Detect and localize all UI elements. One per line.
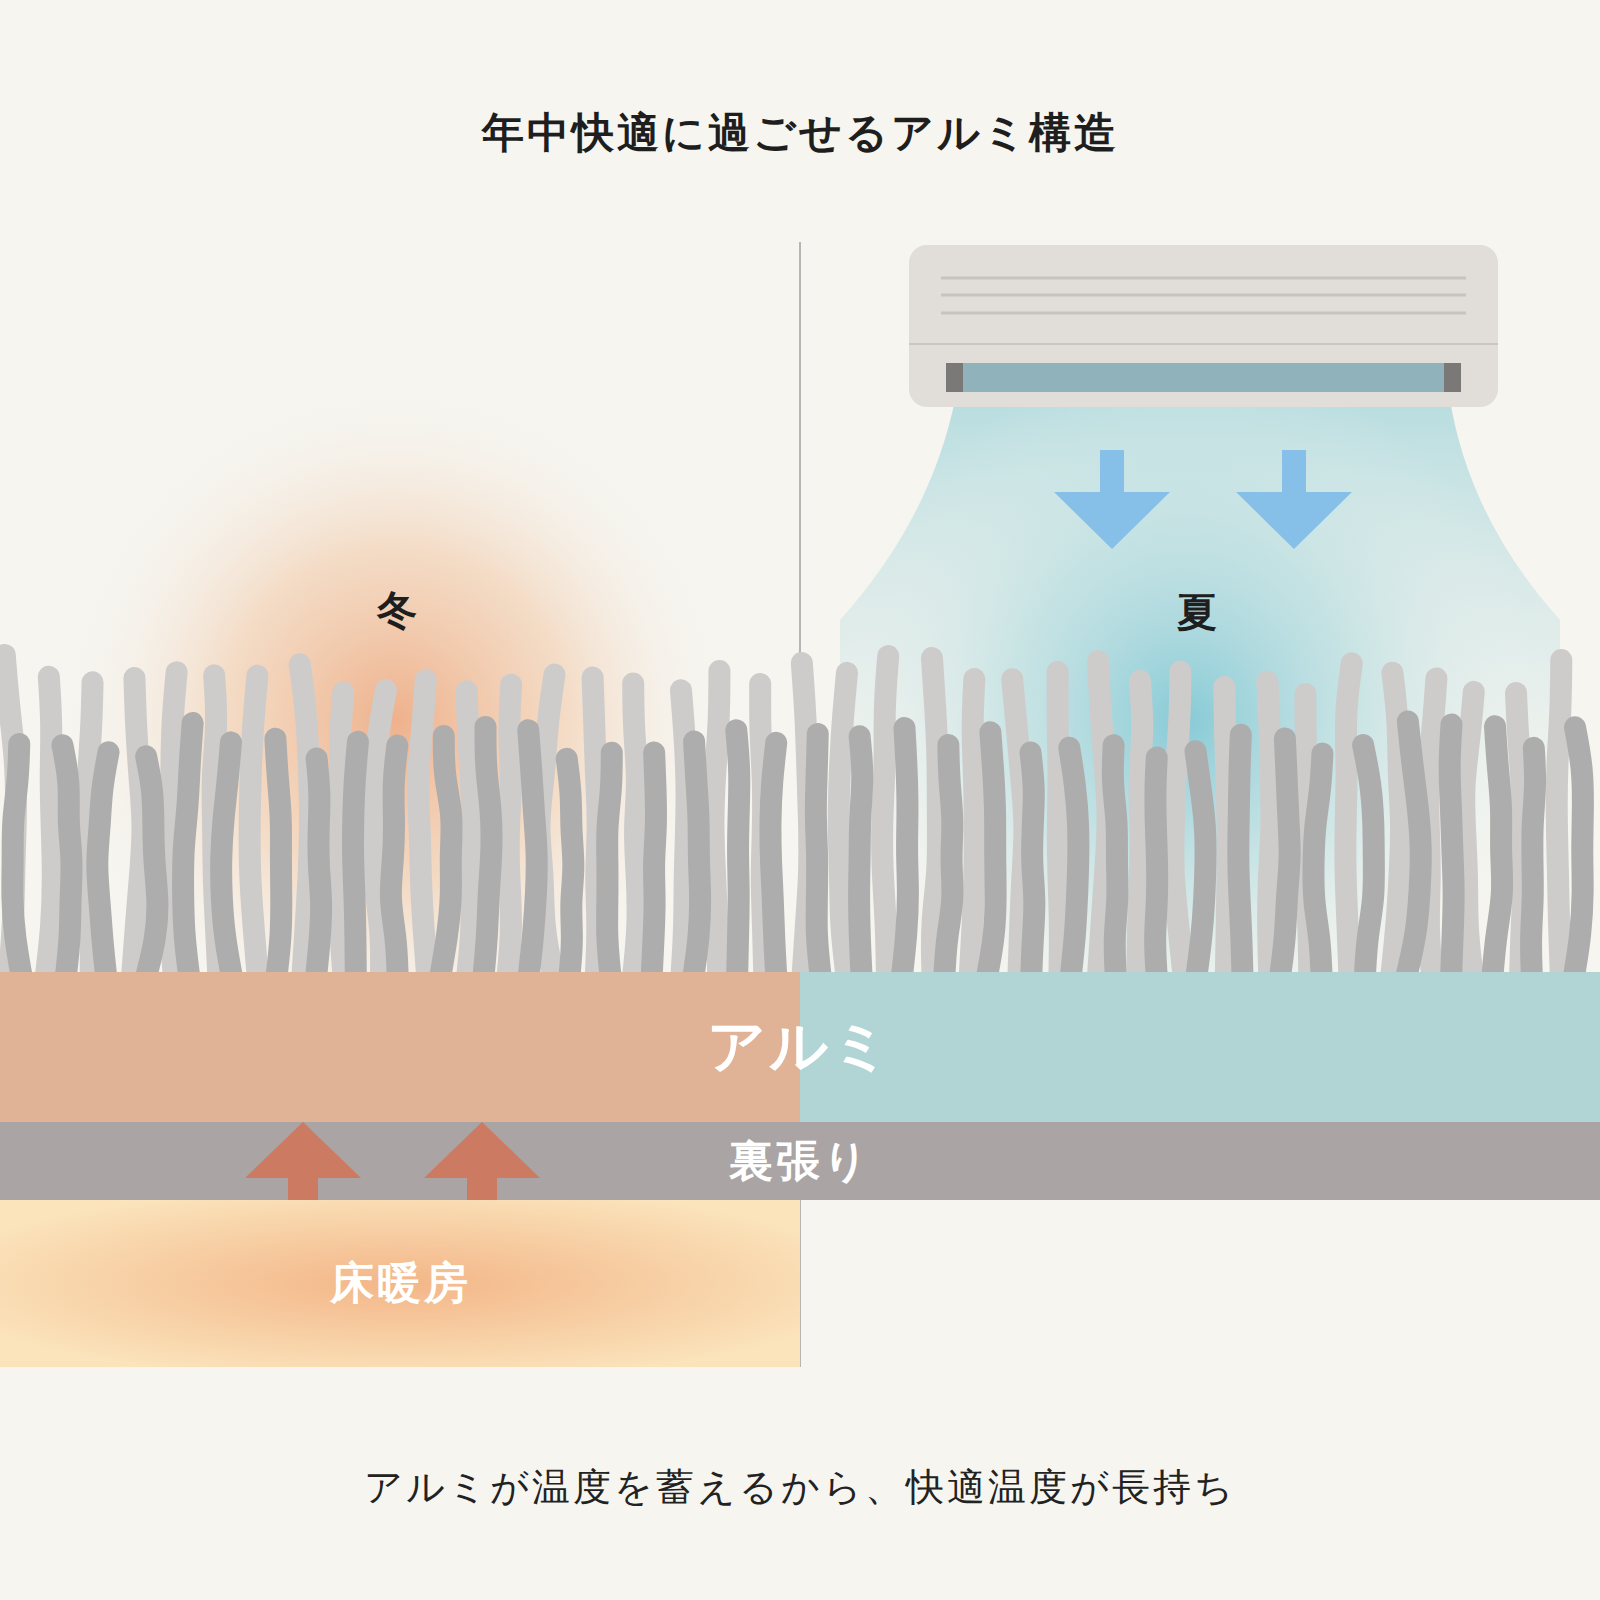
caption: アルミが温度を蓄えるから、快適温度が長持ち	[364, 1462, 1236, 1513]
heat-arrow	[245, 1122, 361, 1200]
floor-heating: 床暖房	[0, 1200, 800, 1367]
aluminum-layer: アルミ	[0, 972, 1600, 1122]
layer-label: 裏張り	[729, 1132, 871, 1191]
pile-fibers	[5, 655, 1583, 975]
title: 年中快適に過ごせるアルミ構造	[482, 105, 1119, 161]
backing-band	[0, 1122, 1600, 1200]
backing-layer: 裏張り	[0, 1122, 1600, 1200]
cold-air-arrows	[1054, 450, 1352, 549]
season-label: 夏	[1177, 585, 1217, 640]
layer-label: アルミ	[707, 1008, 893, 1086]
layer-label: 床暖房	[330, 1254, 471, 1313]
aluminum-band-cool	[800, 972, 1600, 1122]
season-label: 冬	[377, 583, 417, 638]
floor-heating-band	[0, 1200, 800, 1367]
air-conditioner	[909, 245, 1498, 407]
aluminum-band-warm	[0, 972, 800, 1122]
warm-glow	[55, 380, 735, 1060]
heat-arrow	[424, 1122, 540, 1200]
